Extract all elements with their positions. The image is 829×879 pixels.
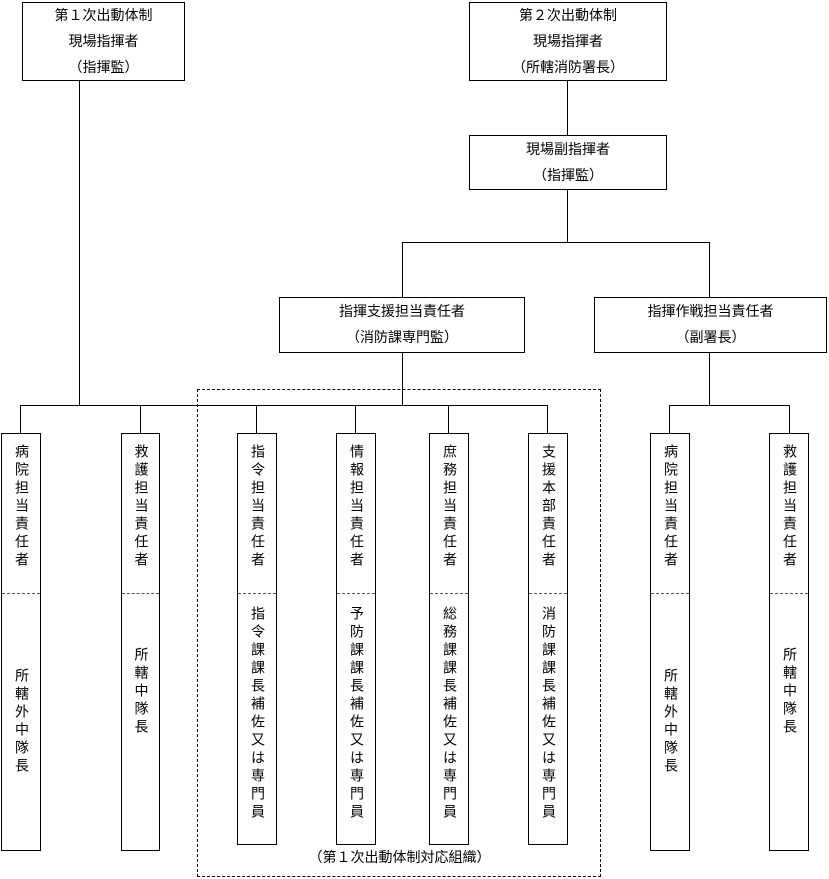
connector-operations-lead-down xyxy=(709,352,710,405)
role-box-relief-right: 救護担当責任者 所轄中隊長 xyxy=(769,433,809,851)
first-commander-line1: 第１次出動体制 xyxy=(54,7,153,24)
role-box-information: 情報担当責任者 予防課課長補佐又は専門員 xyxy=(336,433,376,845)
operations-lead-box: 指揮作戦担当責任者 （副署長） xyxy=(594,297,827,353)
role-title: 救護担当責任者 xyxy=(132,444,149,570)
role-title: 病院担当責任者 xyxy=(662,444,678,570)
support-lead-line2: （消防課専門監） xyxy=(346,330,458,346)
group-caption: （第１次出動体制対応組織） xyxy=(308,850,491,866)
drop-role-4 xyxy=(355,405,356,433)
second-commander-line3: （所轄消防署長） xyxy=(512,59,624,76)
drop-role-6 xyxy=(547,405,548,433)
first-commander-line3: （指揮監） xyxy=(68,59,139,76)
second-commander-box: 第２次出動体制 現場指揮者 （所轄消防署長） xyxy=(469,2,667,81)
first-commander-line2: 現場指揮者 xyxy=(68,33,139,50)
role-box-hospital-right: 病院担当責任者 所轄外中隊長 xyxy=(650,433,690,851)
drop-role-8 xyxy=(789,405,790,433)
first-response-group-frame xyxy=(197,389,601,877)
support-lead-box: 指揮支援担当責任者 （消防課専門監） xyxy=(279,297,525,353)
connector-to-operations-lead xyxy=(709,242,710,297)
role-holder: 指令課課長補佐又は専門員 xyxy=(249,606,265,822)
connector-support-lead-down xyxy=(402,352,403,405)
role-holder: 所轄外中隊長 xyxy=(13,668,29,776)
first-commander-box: 第１次出動体制 現場指揮者 （指揮監） xyxy=(22,2,185,81)
connector-left-bus xyxy=(20,405,548,406)
role-box-relief-left: 救護担当責任者 所轄中隊長 xyxy=(121,433,160,851)
role-box-dispatch: 指令担当責任者 指令課課長補佐又は専門員 xyxy=(237,433,277,845)
role-box-hospital-left: 病院担当責任者 所轄外中隊長 xyxy=(1,433,41,851)
deputy-commander-line1: 現場副指揮者 xyxy=(526,141,610,158)
drop-role-2 xyxy=(140,405,141,433)
role-title: 指令担当責任者 xyxy=(249,444,265,570)
role-title: 支援本部責任者 xyxy=(540,444,556,570)
second-commander-line1: 第２次出動体制 xyxy=(519,7,617,24)
second-commander-line2: 現場指揮者 xyxy=(533,33,603,50)
connector-first-commander-down xyxy=(79,80,80,405)
drop-role-3 xyxy=(256,405,257,433)
role-holder: 所轄中隊長 xyxy=(781,647,797,737)
support-lead-line1: 指揮支援担当責任者 xyxy=(339,304,465,320)
deputy-commander-line2: （指揮監） xyxy=(533,167,603,184)
connector-to-support-lead xyxy=(402,242,403,297)
drop-role-5 xyxy=(448,405,449,433)
role-title: 救護担当責任者 xyxy=(781,444,797,570)
drop-role-7 xyxy=(669,405,670,433)
role-box-general-affairs: 庶務担当責任者 総務課課長補佐又は専門員 xyxy=(429,433,469,845)
role-holder: 所轄外中隊長 xyxy=(662,668,678,776)
role-title: 庶務担当責任者 xyxy=(441,444,457,570)
operations-lead-line2: （副署長） xyxy=(675,330,746,346)
role-title: 情報担当責任者 xyxy=(348,444,364,570)
deputy-commander-box: 現場副指揮者 （指揮監） xyxy=(469,135,667,190)
connector-deputy-down xyxy=(567,189,568,242)
connector-second-to-deputy xyxy=(567,80,568,135)
drop-role-1 xyxy=(20,405,21,433)
role-holder: 予防課課長補佐又は専門員 xyxy=(348,606,364,822)
role-title: 病院担当責任者 xyxy=(13,444,29,570)
role-holder: 総務課課長補佐又は専門員 xyxy=(441,606,457,822)
role-holder: 消防課課長補佐又は専門員 xyxy=(540,606,556,822)
connector-deputy-split xyxy=(402,242,710,243)
operations-lead-line1: 指揮作戦担当責任者 xyxy=(647,304,774,320)
connector-right-bus xyxy=(669,405,790,406)
role-box-support-hq: 支援本部責任者 消防課課長補佐又は専門員 xyxy=(528,433,568,845)
role-holder: 所轄中隊長 xyxy=(132,647,149,737)
